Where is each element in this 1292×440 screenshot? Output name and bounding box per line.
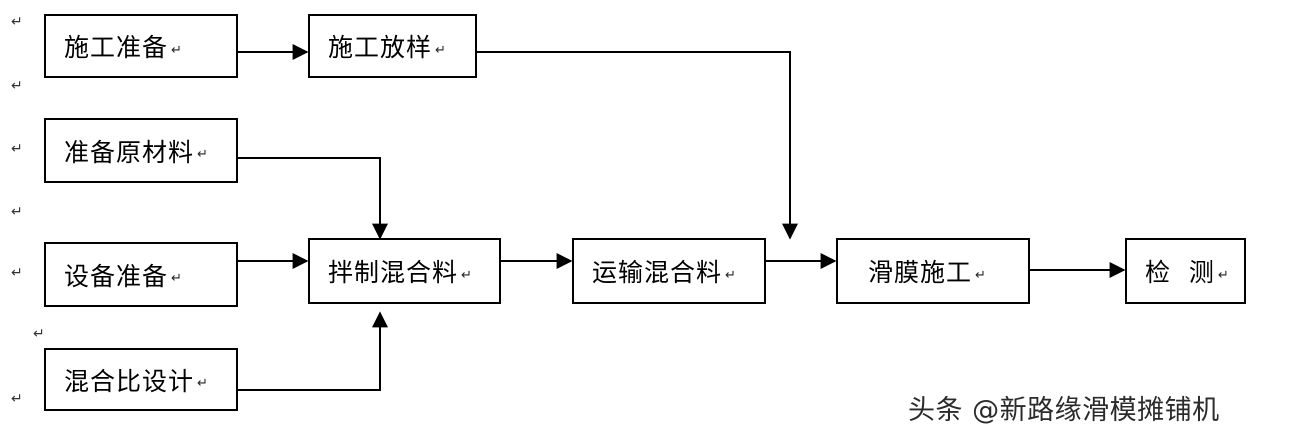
node-slipform-construction: 滑膜施工↵	[836, 238, 1030, 304]
paragraph-mark: ↵	[197, 147, 208, 162]
arrow-layout-to-slipform	[476, 51, 798, 240]
node-label: 设备准备	[64, 261, 169, 291]
paragraph-mark: ↵	[11, 14, 23, 30]
paragraph-mark: ↵	[197, 376, 208, 391]
node-label: 施工放样	[328, 33, 433, 62]
node-inspection: 检 测↵	[1125, 238, 1246, 304]
paragraph-mark: ↵	[171, 42, 182, 58]
node-mix-design: 混合比设计↵	[44, 348, 238, 411]
paragraph-mark: ↵	[11, 265, 23, 281]
node-transport: 运输混合料↵	[572, 238, 766, 304]
arrow-materials-to-mixing	[237, 157, 388, 240]
node-label: 运输混合料	[592, 258, 723, 287]
arrow-mixdesign-to-mixing	[237, 311, 388, 391]
node-label: 施工准备	[64, 33, 169, 62]
paragraph-mark: ↵	[11, 204, 23, 220]
node-label: 混合比设计	[64, 366, 195, 396]
paragraph-mark: ↵	[461, 267, 472, 283]
node-label: 检 测	[1145, 258, 1215, 287]
paragraph-mark: ↵	[725, 267, 736, 283]
paragraph-mark: ↵	[11, 78, 23, 94]
paragraph-mark: ↵	[975, 267, 986, 283]
node-label: 准备原材料	[64, 137, 195, 167]
paragraph-mark: ↵	[11, 391, 23, 407]
paragraph-mark: ↵	[11, 141, 23, 157]
node-prepare-construction: 施工准备↵	[44, 14, 238, 78]
node-equipment-preparation: 设备准备↵	[44, 242, 238, 307]
node-construction-layout: 施工放样↵	[308, 14, 477, 78]
node-prepare-raw-materials: 准备原材料↵	[44, 118, 238, 183]
node-mixing: 拌制混合料↵	[308, 238, 501, 304]
paragraph-mark: ↵	[171, 271, 182, 286]
watermark-text: 头条 @新路缘滑模摊铺机	[908, 395, 1220, 426]
paragraph-mark: ↵	[1217, 267, 1229, 283]
paragraph-mark: ↵	[33, 326, 45, 342]
node-label: 滑膜施工	[868, 258, 973, 287]
paragraph-mark: ↵	[435, 42, 446, 58]
node-label: 拌制混合料	[328, 258, 459, 287]
